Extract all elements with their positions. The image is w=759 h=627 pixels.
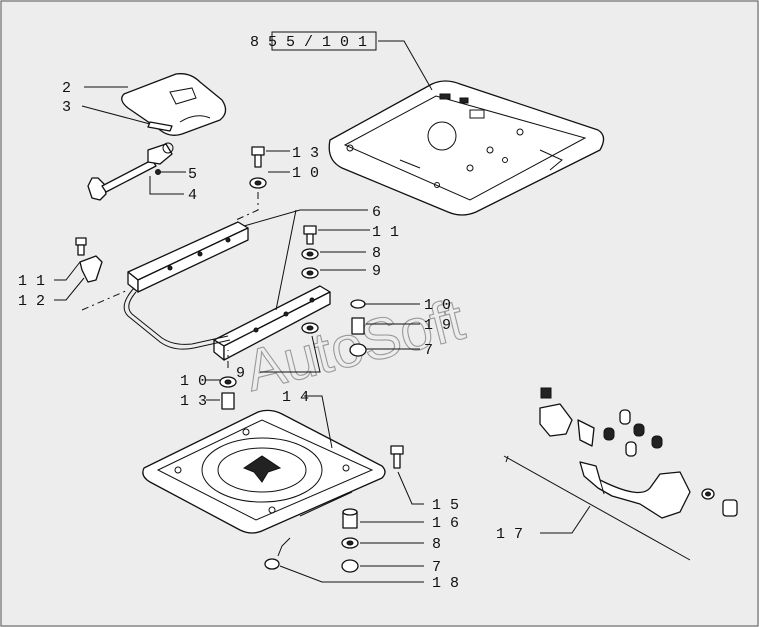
- callout-13-top: 1 3: [292, 145, 319, 162]
- callout-16: 1 6: [432, 515, 459, 532]
- seat-pan: [328, 80, 605, 216]
- slide-rails: [123, 221, 331, 361]
- callout-5: 5: [188, 166, 197, 183]
- callout-labels: 2 3 5 4 1 3 1 0 6 1 1 1 2 1 1 8 9 1 0 1 …: [18, 80, 523, 592]
- bracket-12: [75, 237, 103, 283]
- bolt-13-lower: [219, 376, 237, 410]
- callout-13-lower: 1 3: [180, 393, 207, 410]
- handle-cover: [121, 73, 227, 136]
- callout-2: 2: [62, 80, 71, 97]
- callout-6: 6: [372, 204, 381, 221]
- callout-7-lower: 7: [432, 559, 441, 576]
- callout-7-upper: 7: [424, 342, 433, 359]
- callout-19: 1 9: [424, 317, 451, 334]
- callout-12: 1 2: [18, 293, 45, 310]
- callout-11-left: 1 1: [18, 273, 45, 290]
- title-code-box: 8 5 5 / 1 0 1: [250, 31, 433, 91]
- fastener-stack-right: [301, 225, 367, 357]
- callout-4: 4: [188, 187, 197, 204]
- callout-14: 1 4: [282, 389, 309, 406]
- callout-9-upper: 9: [372, 263, 381, 280]
- callout-10-right: 1 0: [424, 297, 451, 314]
- lever-knob: [87, 142, 174, 201]
- callout-15: 1 5: [432, 497, 459, 514]
- callout-3: 3: [62, 99, 71, 116]
- callout-10-lower: 1 0: [180, 373, 207, 390]
- swivel-base-plate: [142, 409, 386, 534]
- callout-9-lower: 9: [236, 365, 245, 382]
- callout-10-top: 1 0: [292, 165, 319, 182]
- bolt-13-top: [249, 146, 267, 189]
- armrest-kit: [503, 387, 738, 561]
- callout-18: 1 8: [432, 575, 459, 592]
- fastener-stack-lower: [264, 445, 404, 573]
- callout-11-right: 1 1: [372, 224, 399, 241]
- callout-8-lower: 8: [432, 536, 441, 553]
- title-code: 8 5 5 / 1 0 1: [250, 34, 367, 51]
- callout-17: 1 7: [496, 526, 523, 543]
- callout-8-upper: 8: [372, 245, 381, 262]
